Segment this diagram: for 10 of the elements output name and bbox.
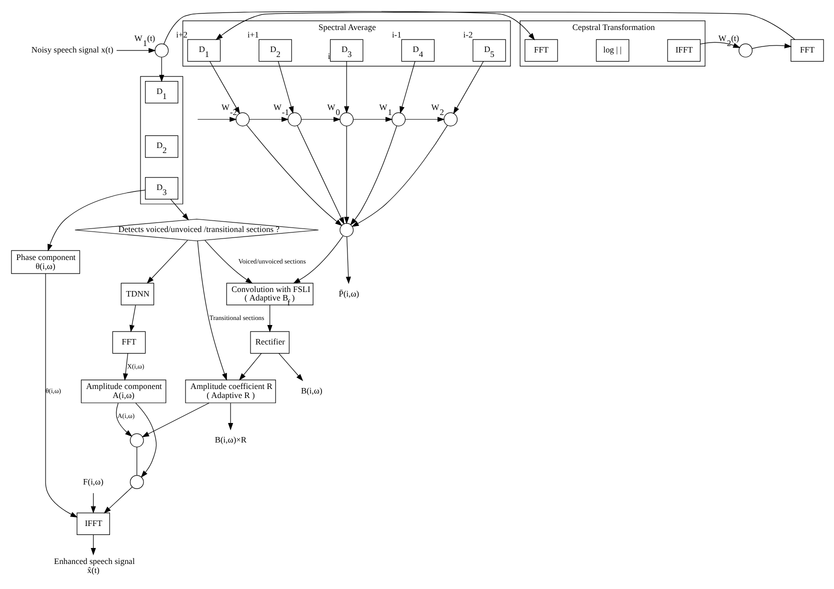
node-label: i+1 xyxy=(246,29,258,40)
node-text: B(i,ω) xyxy=(300,386,322,396)
node-text: Noisy speech signal x(t) xyxy=(30,44,113,55)
node-text: Enhanced speech signal x̂(t) xyxy=(54,556,134,575)
node-text: F(i,ω) xyxy=(82,476,103,486)
node-label: i xyxy=(327,51,330,62)
node-text: P̄(i,ω) xyxy=(338,288,359,298)
node-label: i-2 xyxy=(462,29,472,40)
node-label: i-1 xyxy=(391,29,401,40)
node-text: B(i,ω)×R xyxy=(214,434,246,445)
